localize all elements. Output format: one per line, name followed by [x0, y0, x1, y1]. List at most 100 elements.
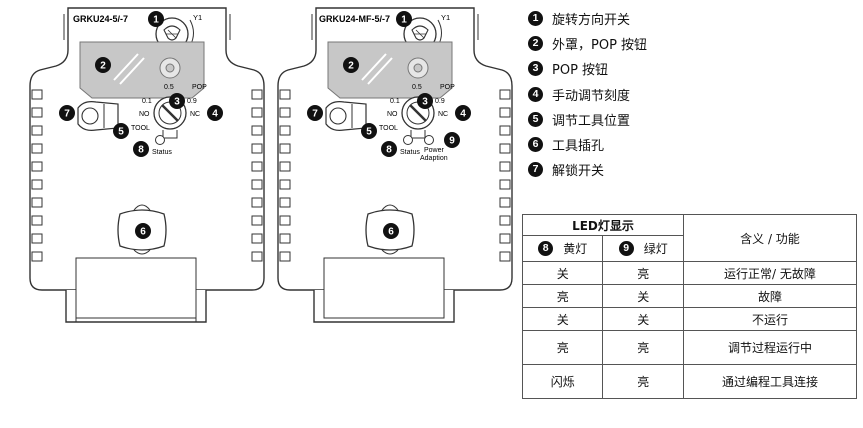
- power-label: Power: [424, 147, 445, 154]
- table-row: 亮 亮 调节过程运行中: [521, 330, 858, 365]
- marker-8: 8: [133, 141, 149, 157]
- svg-text:7: 7: [64, 109, 70, 120]
- legend-text: 手动调节刻度: [552, 88, 631, 104]
- legend-item: 3 POP 按钮: [528, 56, 858, 81]
- marker-6: 6: [135, 223, 151, 239]
- status-led: [155, 135, 165, 145]
- status-led: [403, 135, 413, 145]
- legend-number: 6: [528, 137, 543, 153]
- yellow-cell: 亮: [521, 330, 604, 365]
- legend-number: 4: [528, 86, 543, 102]
- marker-1: 1: [148, 11, 164, 27]
- green-cell: 关: [602, 284, 684, 308]
- yellow-cell: 关: [521, 307, 604, 331]
- marker-4: 4: [207, 105, 223, 121]
- legend-text: 解锁开关: [552, 164, 605, 180]
- marker-3: 3: [417, 93, 433, 109]
- svg-text:4: 4: [212, 109, 218, 120]
- power-led: [424, 135, 434, 145]
- y1-label: Y1: [193, 13, 202, 22]
- scale-pop: POP: [192, 84, 207, 91]
- svg-text:3: 3: [422, 97, 428, 108]
- green-number: 9: [618, 241, 634, 256]
- svg-text:8: 8: [386, 145, 392, 156]
- green-cell: 亮: [602, 364, 684, 399]
- table-row: 关 亮 运行正常/ 无故障: [521, 261, 858, 285]
- legend-number: 1: [528, 11, 543, 27]
- status-label: Status: [400, 149, 420, 156]
- yellow-cell: 闪烁: [521, 364, 604, 399]
- scale-nc: NC: [438, 111, 448, 118]
- legend-number: 3: [528, 61, 543, 77]
- meaning-cell: 通过编程工具连接: [682, 364, 858, 399]
- table-row: 亮 关 故障: [521, 284, 858, 308]
- cover-pop-button[interactable]: [327, 41, 453, 99]
- scale-0-1: 0.1: [142, 98, 152, 105]
- scale-0-1: 0.1: [390, 98, 400, 105]
- table-row: 关 关 不运行: [521, 307, 858, 331]
- tool-label: TOOL: [379, 125, 398, 132]
- svg-text:5: 5: [118, 127, 124, 138]
- marker-9: 9: [444, 132, 460, 148]
- marker-6: 6: [383, 223, 399, 239]
- y1-label: Y1: [441, 13, 450, 22]
- meaning-cell: 故障: [682, 284, 858, 308]
- model-label: GRKU24-MF-5/-7: [319, 14, 390, 24]
- yellow-cell: 关: [521, 261, 604, 285]
- legend-item: 7 解锁开关: [528, 157, 858, 182]
- unlock-switch[interactable]: [325, 101, 367, 131]
- green-cell: 关: [602, 307, 684, 331]
- svg-text:1: 1: [153, 15, 159, 26]
- legend-text: POP 按钮: [552, 63, 609, 79]
- marker-2: 2: [343, 57, 359, 73]
- marker-7: 7: [59, 105, 75, 121]
- scale-0-9: 0.9: [187, 98, 197, 105]
- manual-adjustment-dial[interactable]: [153, 96, 187, 139]
- scale-no: NO: [387, 111, 398, 118]
- scale-0-9: 0.9: [435, 98, 445, 105]
- right-device: GRKU24-MF-5/-7 Y1 Y2 0.5 POP: [277, 7, 513, 323]
- svg-text:5: 5: [366, 127, 372, 138]
- table-row: 闪烁 亮 通过编程工具连接: [521, 364, 858, 399]
- model-label: GRKU24-5/-7: [73, 14, 128, 24]
- svg-text:7: 7: [312, 109, 318, 120]
- svg-text:9: 9: [449, 136, 455, 147]
- legend-item: 1 旋转方向开关: [528, 6, 858, 31]
- marker-5: 5: [113, 123, 129, 139]
- marker-7: 7: [307, 105, 323, 121]
- green-label: 绿灯: [643, 242, 668, 256]
- legend-number: 2: [528, 36, 543, 52]
- green-cell: 亮: [602, 261, 684, 285]
- svg-text:2: 2: [100, 61, 106, 72]
- yellow-header: 8 黄灯: [521, 235, 604, 262]
- marker-5: 5: [361, 123, 377, 139]
- scale-pop: POP: [440, 84, 455, 91]
- legend-item: 2 外罩，POP 按钮: [528, 31, 858, 56]
- svg-text:2: 2: [348, 61, 354, 72]
- svg-text:8: 8: [138, 145, 144, 156]
- meaning-header: 含义 / 功能: [682, 214, 858, 262]
- yellow-number: 8: [538, 241, 554, 256]
- cover-pop-button[interactable]: [79, 41, 205, 99]
- svg-text:4: 4: [460, 109, 466, 120]
- led-header: LED灯显示: [522, 214, 684, 236]
- legend-text: 外罩，POP 按钮: [552, 38, 648, 54]
- meaning-cell: 运行正常/ 无故障: [682, 261, 858, 285]
- legend-number: 7: [528, 162, 543, 178]
- legend-text: 旋转方向开关: [552, 13, 631, 29]
- status-label: Status: [152, 149, 172, 156]
- legend-number: 5: [528, 111, 543, 127]
- yellow-label: 黄灯: [563, 242, 588, 256]
- unlock-switch[interactable]: [77, 101, 119, 131]
- legend-item: 4 手动调节刻度: [528, 82, 858, 107]
- green-header: 9 绿灯: [602, 235, 684, 262]
- scale-no: NO: [139, 111, 150, 118]
- marker-8: 8: [381, 141, 397, 157]
- svg-text:6: 6: [140, 227, 146, 238]
- svg-text:3: 3: [174, 97, 180, 108]
- yellow-cell: 亮: [521, 284, 604, 308]
- svg-text:1: 1: [401, 15, 407, 26]
- adaption-label: Adaption: [420, 155, 448, 162]
